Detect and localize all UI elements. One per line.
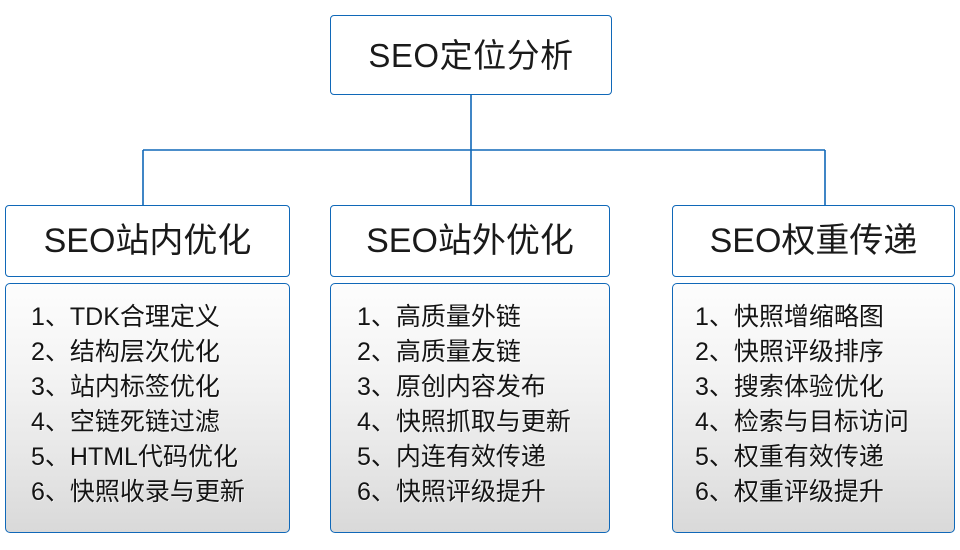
list-item: 5、内连有效传递 xyxy=(357,443,546,471)
list-item: 1、快照增缩略图 xyxy=(695,303,884,331)
branch-header-3: SEO权重传递 xyxy=(672,205,955,277)
list-item: 5、权重有效传递 xyxy=(695,443,884,471)
list-item: 2、结构层次优化 xyxy=(31,338,220,366)
list-item: 1、高质量外链 xyxy=(357,303,521,331)
list-item: 2、快照评级排序 xyxy=(695,338,884,366)
branch-header-2: SEO站外优化 xyxy=(330,205,610,277)
list-item: 6、快照评级提升 xyxy=(357,478,546,506)
branch-column-1: SEO站内优化 1、TDK合理定义 2、结构层次优化 3、站内标签优化 4、空链… xyxy=(5,205,290,533)
branch-header-label-3: SEO权重传递 xyxy=(709,222,918,260)
branch-header-label-1: SEO站内优化 xyxy=(43,222,252,260)
list-item: 4、快照抓取与更新 xyxy=(357,408,571,436)
list-item: 2、高质量友链 xyxy=(357,338,521,366)
branch-list-1: 1、TDK合理定义 2、结构层次优化 3、站内标签优化 4、空链死链过滤 5、H… xyxy=(5,283,290,533)
list-item: 4、空链死链过滤 xyxy=(31,408,220,436)
branch-list-2: 1、高质量外链 2、高质量友链 3、原创内容发布 4、快照抓取与更新 5、内连有… xyxy=(330,283,610,533)
branch-column-3: SEO权重传递 1、快照增缩略图 2、快照评级排序 3、搜索体验优化 4、检索与… xyxy=(672,205,955,533)
list-item: 4、检索与目标访问 xyxy=(695,408,909,436)
list-item: 3、站内标签优化 xyxy=(31,373,220,401)
branch-column-2: SEO站外优化 1、高质量外链 2、高质量友链 3、原创内容发布 4、快照抓取与… xyxy=(330,205,610,533)
list-item: 3、原创内容发布 xyxy=(357,373,546,401)
branch-list-3: 1、快照增缩略图 2、快照评级排序 3、搜索体验优化 4、检索与目标访问 5、权… xyxy=(672,283,955,533)
list-item: 6、权重评级提升 xyxy=(695,478,884,506)
list-item: 1、TDK合理定义 xyxy=(31,303,220,331)
list-item: 3、搜索体验优化 xyxy=(695,373,884,401)
root-node-label: SEO定位分析 xyxy=(368,36,574,74)
list-item: 6、快照收录与更新 xyxy=(31,478,245,506)
list-item: 5、HTML代码优化 xyxy=(31,443,238,471)
branch-header-1: SEO站内优化 xyxy=(5,205,290,277)
branch-header-label-2: SEO站外优化 xyxy=(366,222,574,260)
root-node: SEO定位分析 xyxy=(330,15,612,95)
